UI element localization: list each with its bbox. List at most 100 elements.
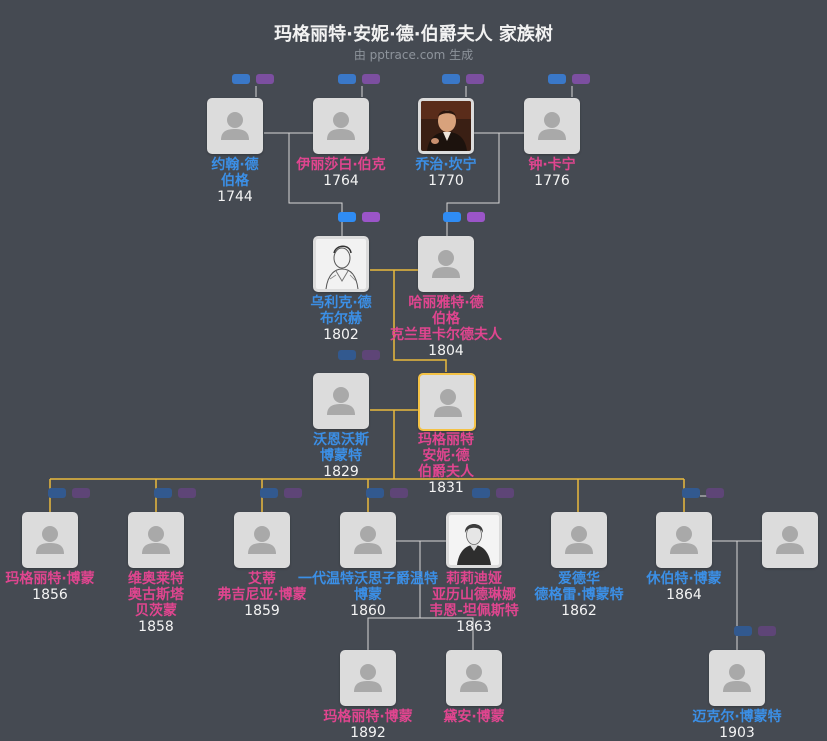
expand-maternal-toggle[interactable] — [706, 488, 724, 498]
person-avatar-icon — [776, 526, 804, 554]
person-name[interactable]: 韦恩-坦佩斯特 — [429, 603, 519, 619]
expand-paternal-toggle[interactable] — [734, 626, 752, 636]
person-name[interactable]: 博蒙特 — [320, 448, 362, 464]
person-name[interactable]: 玛格丽特·博蒙 — [5, 571, 95, 587]
person-birth-year: 1744 — [217, 189, 253, 205]
person-name[interactable]: 奥古斯塔 — [128, 587, 184, 603]
expand-maternal-toggle[interactable] — [362, 350, 380, 360]
person-name[interactable]: 黛安·博蒙 — [443, 709, 505, 725]
person-name[interactable]: 亚历山德琳娜 — [432, 587, 516, 603]
person-card[interactable] — [551, 512, 607, 568]
person-birth-year: 1804 — [428, 343, 464, 359]
connector-focus-parents — [393, 270, 447, 372]
person-name[interactable]: 维奥莱特 — [128, 571, 184, 587]
expand-maternal-toggle[interactable] — [496, 488, 514, 498]
person-card-focus[interactable] — [418, 373, 476, 431]
person-card[interactable] — [340, 650, 396, 706]
person-name[interactable]: 德格雷·博蒙特 — [534, 587, 624, 603]
person-card[interactable] — [22, 512, 78, 568]
person-card[interactable] — [446, 512, 502, 568]
expand-paternal-toggle[interactable] — [338, 350, 356, 360]
expand-maternal-toggle[interactable] — [572, 74, 590, 84]
person-birth-year: 1892 — [350, 725, 386, 741]
portrait-lily-image — [449, 515, 499, 565]
person-card[interactable] — [418, 236, 474, 292]
person-info: 黛安·博蒙 — [404, 709, 544, 725]
person-name[interactable]: 玛格丽特·博蒙 — [323, 709, 413, 725]
person-avatar-icon — [142, 526, 170, 554]
person-name[interactable]: 艾蒂 — [248, 571, 276, 587]
person-card[interactable] — [234, 512, 290, 568]
person-name[interactable]: 布尔赫 — [320, 311, 362, 327]
expand-paternal-toggle[interactable] — [682, 488, 700, 498]
expand-paternal-toggle[interactable] — [548, 74, 566, 84]
expand-maternal-toggle[interactable] — [256, 74, 274, 84]
expand-paternal-toggle[interactable] — [154, 488, 172, 498]
expand-maternal-toggle[interactable] — [362, 212, 380, 222]
person-birth-year: 1770 — [428, 173, 464, 189]
person-card[interactable] — [418, 98, 474, 154]
person-name[interactable]: 贝茨蒙 — [135, 603, 177, 619]
person-name[interactable]: 玛格丽特 — [418, 432, 474, 448]
person-avatar-icon — [434, 389, 462, 417]
person-card[interactable] — [762, 512, 818, 568]
person-name[interactable]: 弗吉尼亚·博蒙 — [217, 587, 307, 603]
person-name[interactable]: 迈克尔·博蒙特 — [692, 709, 782, 725]
expand-paternal-toggle[interactable] — [472, 488, 490, 498]
person-name[interactable]: 哈丽雅特·德 — [408, 295, 484, 311]
person-name[interactable]: 爱德华 — [558, 571, 600, 587]
person-card[interactable] — [656, 512, 712, 568]
person-name[interactable]: 伊丽莎白·伯克 — [296, 157, 386, 173]
person-name[interactable]: 伯爵夫人 — [418, 464, 474, 480]
portrait-george-image — [421, 101, 471, 151]
person-birth-year: 1829 — [323, 464, 359, 480]
connector-gc-3 — [420, 617, 474, 650]
person-card[interactable] — [128, 512, 184, 568]
person-name[interactable]: 伯格 — [432, 311, 460, 327]
person-name[interactable]: 钟·卡宁 — [528, 157, 576, 173]
expand-paternal-toggle[interactable] — [232, 74, 250, 84]
person-card[interactable] — [313, 373, 369, 429]
person-name[interactable]: 一代温特沃思子爵温特 — [298, 571, 438, 587]
expand-paternal-toggle[interactable] — [338, 212, 356, 222]
expand-paternal-toggle[interactable] — [366, 488, 384, 498]
person-name[interactable]: 安妮·德 — [422, 448, 470, 464]
person-name[interactable]: 休伯特·博蒙 — [646, 571, 722, 587]
expand-maternal-toggle[interactable] — [467, 212, 485, 222]
expand-paternal-toggle[interactable] — [443, 212, 461, 222]
expand-maternal-toggle[interactable] — [284, 488, 302, 498]
expand-maternal-toggle[interactable] — [390, 488, 408, 498]
person-avatar-icon — [327, 112, 355, 140]
person-birth-year: 1862 — [561, 603, 597, 619]
person-card[interactable] — [313, 98, 369, 154]
expand-paternal-toggle[interactable] — [442, 74, 460, 84]
person-name[interactable]: 约翰·德 — [211, 157, 259, 173]
expand-maternal-toggle[interactable] — [72, 488, 90, 498]
person-name[interactable]: 克兰里卡尔德夫人 — [390, 327, 502, 343]
person-name[interactable]: 莉莉迪娅 — [446, 571, 502, 587]
person-card[interactable] — [709, 650, 765, 706]
expand-paternal-toggle[interactable] — [260, 488, 278, 498]
person-card[interactable] — [340, 512, 396, 568]
expand-maternal-toggle[interactable] — [362, 74, 380, 84]
expand-paternal-toggle[interactable] — [338, 74, 356, 84]
person-name[interactable]: 伯格 — [221, 173, 249, 189]
person-avatar-icon — [354, 664, 382, 692]
person-name[interactable]: 沃恩沃斯 — [313, 432, 369, 448]
person-name[interactable]: 博蒙 — [354, 587, 382, 603]
person-name[interactable]: 乌利克·德 — [310, 295, 372, 311]
expand-maternal-toggle[interactable] — [178, 488, 196, 498]
expand-maternal-toggle[interactable] — [466, 74, 484, 84]
person-name[interactable]: 乔治·坎宁 — [415, 157, 477, 173]
person-card[interactable] — [313, 236, 369, 292]
person-card[interactable] — [524, 98, 580, 154]
expand-maternal-toggle[interactable] — [758, 626, 776, 636]
expand-paternal-toggle[interactable] — [48, 488, 66, 498]
person-card[interactable] — [446, 650, 502, 706]
person-card[interactable] — [207, 98, 263, 154]
